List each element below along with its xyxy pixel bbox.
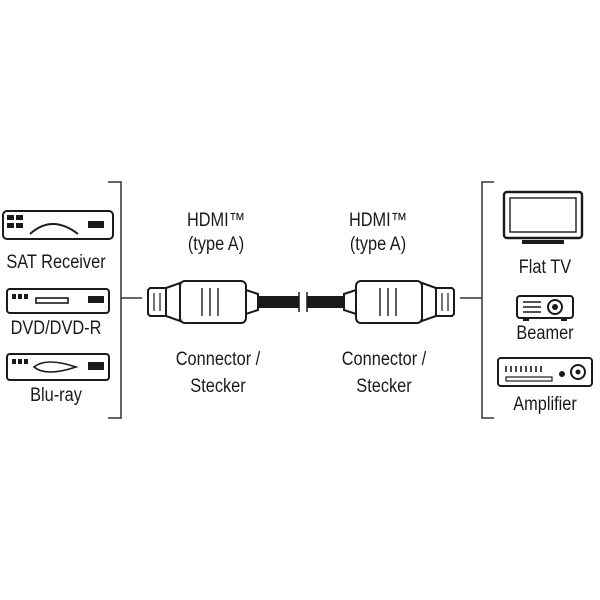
source-label-bluray: Blu-ray bbox=[30, 385, 82, 406]
left-plug-subtitle: (type A) bbox=[187, 234, 245, 255]
projector-icon bbox=[515, 292, 575, 322]
hdmi-cable-icon bbox=[140, 278, 470, 326]
left-plug-caption-1: Connector / bbox=[175, 349, 261, 370]
left-plug-caption-2: Stecker bbox=[190, 376, 246, 397]
right-plug-title: HDMI™ bbox=[348, 210, 408, 231]
right-plug-caption-2: Stecker bbox=[356, 376, 412, 397]
source-label-dvd: DVD/DVD-R bbox=[10, 318, 102, 339]
bluray-player-icon bbox=[6, 352, 110, 382]
right-plug-subtitle: (type A) bbox=[349, 234, 407, 255]
left-device-bracket bbox=[108, 181, 142, 419]
source-label-sat: SAT Receiver bbox=[6, 252, 106, 273]
right-plug-caption-1: Connector / bbox=[341, 349, 427, 370]
right-device-bracket bbox=[460, 181, 494, 419]
flat-tv-icon bbox=[500, 190, 586, 248]
dvd-player-icon bbox=[6, 287, 110, 315]
amplifier-icon bbox=[496, 356, 594, 390]
target-label-tv: Flat TV bbox=[518, 257, 572, 278]
target-label-amp: Amplifier bbox=[513, 394, 577, 415]
target-label-beamer: Beamer bbox=[516, 323, 574, 344]
left-plug-title: HDMI™ bbox=[186, 210, 246, 231]
set-top-box-icon bbox=[2, 208, 114, 242]
